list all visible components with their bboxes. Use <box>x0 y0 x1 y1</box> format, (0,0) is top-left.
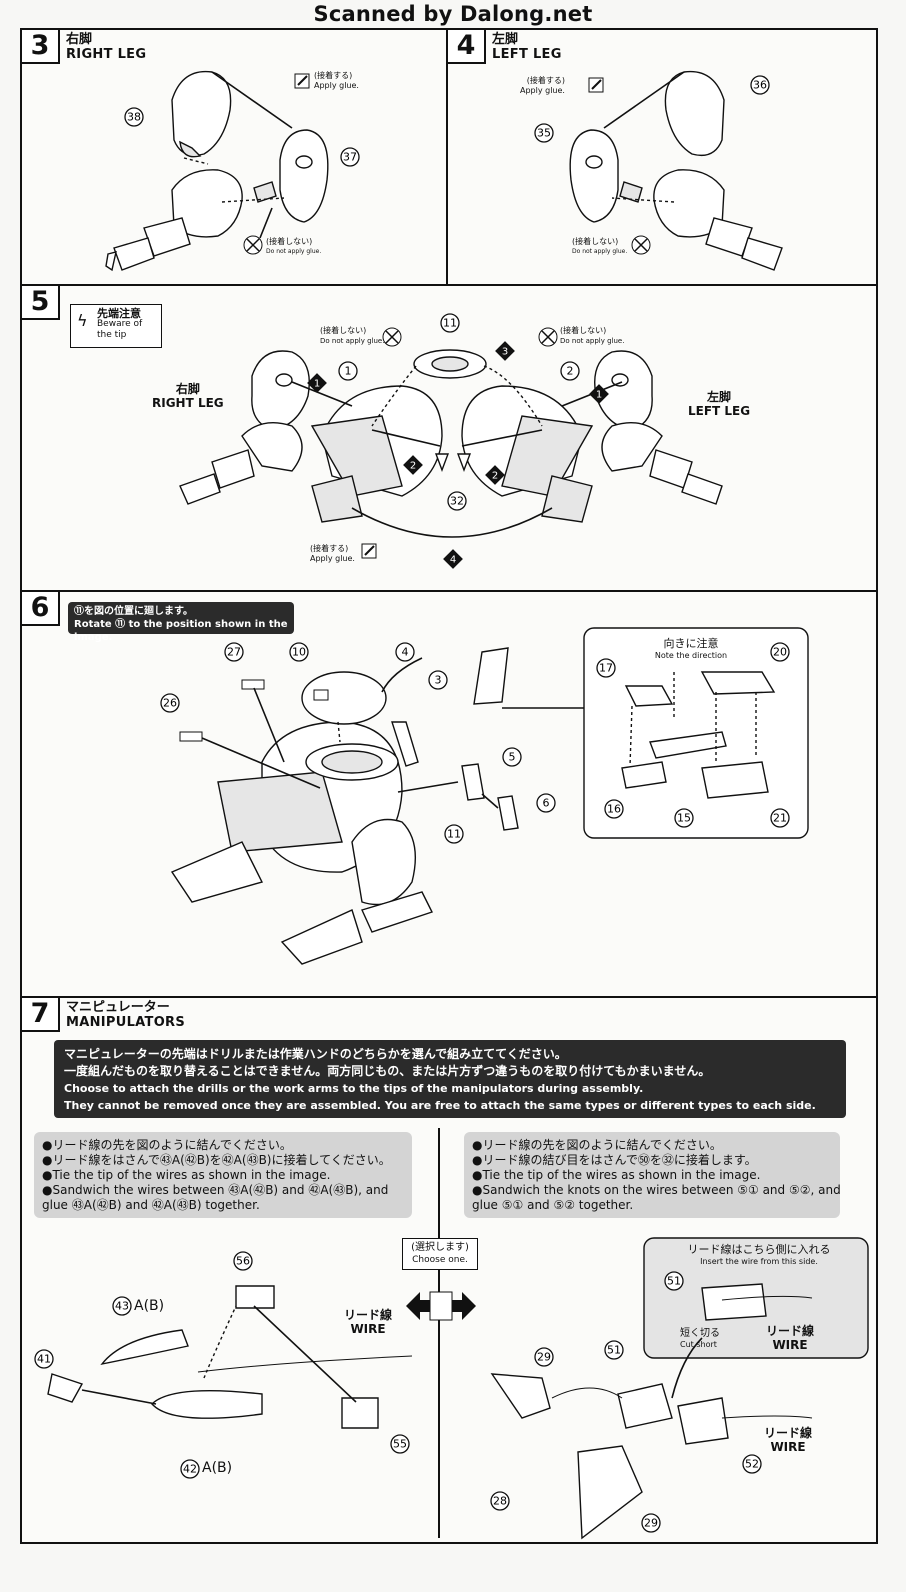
part-35: 35 <box>537 127 551 140</box>
glue-label: (接着する)Apply glue. <box>310 544 355 563</box>
part-5: 5 <box>509 751 516 764</box>
watermark: Scanned by Dalong.net <box>313 2 593 26</box>
glue-label: (接着する)Apply glue. <box>520 76 565 95</box>
part-2: 2 <box>567 365 574 378</box>
svg-text:2: 2 <box>410 461 416 472</box>
svg-text:3: 3 <box>502 347 508 358</box>
title-jp: 右脚 <box>66 32 93 47</box>
head-assembly-diagram: 27 10 4 3 26 5 6 11 17 20 16 15 21 <box>160 627 809 965</box>
right-leg-diagram: 38 37 <box>105 70 360 272</box>
step-title: マニピュレーター MANIPULATORS <box>66 1000 185 1030</box>
manipulator-diagram: 56 43 42 41 55 51 29 28 52 29 51 <box>34 1237 869 1540</box>
part-15: 15 <box>677 812 691 825</box>
order-marker-3: 3 <box>495 341 515 361</box>
part-43: 43 <box>115 1300 129 1313</box>
caution-box: ϟ 先端注意 Beware of the tip <box>70 304 162 348</box>
part-51: 51 <box>607 1344 621 1357</box>
part-36: 36 <box>753 79 767 92</box>
part-56: 56 <box>236 1255 250 1268</box>
step-4-panel: 4 左脚 LEFT LEG 36 35 (接着する)Apply glue. (接… <box>446 28 878 286</box>
part-11: 11 <box>443 317 457 330</box>
step-5-panel: 5 ϟ 先端注意 Beware of the tip <box>20 284 878 592</box>
title-jp: マニピュレーター <box>66 1000 170 1015</box>
part-27: 27 <box>227 646 241 659</box>
title-en: LEFT LEG <box>492 47 562 62</box>
body-assembly-diagram: 1 1 2 2 3 4 11 1 2 32 <box>179 313 723 569</box>
part-20: 20 <box>773 646 787 659</box>
order-marker-2-left: 2 <box>403 455 423 475</box>
step-6-panel: 6 ⑪を図の位置に廻します。Rotate ⑪ to the position s… <box>20 590 878 998</box>
choose-left-arrow-icon <box>406 1292 430 1320</box>
step-7-panel: 7 マニピュレーター MANIPULATORS マニピュレーターの先端はドリルま… <box>20 996 878 1544</box>
part-37: 37 <box>343 151 357 164</box>
title-en: MANIPULATORS <box>66 1015 186 1030</box>
part-28: 28 <box>493 1495 507 1508</box>
glue-label: (接着する)Apply glue. <box>314 71 359 90</box>
part-4: 4 <box>402 646 409 659</box>
left-leg-diagram: 36 35 <box>534 70 783 271</box>
no-glue-label: (接着しない)Do not apply glue. <box>572 237 628 255</box>
part-29-lower: 29 <box>644 1517 658 1530</box>
title-en: RIGHT LEG <box>66 47 147 62</box>
right-instructions: ●リード線の先を図のように結んでください。●リード線の結び目をはさんで㊿を㉜に接… <box>464 1132 841 1218</box>
part-10: 10 <box>292 646 306 659</box>
choose-right-arrow-icon <box>452 1292 476 1320</box>
no-glue-label-right: (接着しない)Do not apply glue. <box>560 326 625 345</box>
left-instructions: ●リード線の先を図のように結んでください。●リード線をはさんで㊸A(㊷B)を㊷A… <box>34 1132 412 1218</box>
title-jp: 左脚 <box>492 32 519 47</box>
choose-one-label: (選択します)Choose one. <box>402 1238 478 1270</box>
order-marker-2-right: 2 <box>485 465 505 485</box>
rotate-note: ⑪を図の位置に廻します。Rotate ⑪ to the position sho… <box>68 602 294 643</box>
svg-text:1: 1 <box>596 390 602 401</box>
part-32: 32 <box>450 495 464 508</box>
part-38: 38 <box>127 111 141 124</box>
step-number: 7 <box>22 998 60 1032</box>
part-1: 1 <box>345 365 352 378</box>
part-29: 29 <box>537 1351 551 1364</box>
part-6: 6 <box>543 797 550 810</box>
svg-text:2: 2 <box>492 471 498 482</box>
order-marker-4: 4 <box>443 549 463 569</box>
part-42: 42 <box>183 1463 197 1476</box>
step-title: 右脚 RIGHT LEG <box>66 32 146 62</box>
part-41: 41 <box>37 1353 51 1366</box>
spark-icon: ϟ <box>77 311 88 330</box>
step-number: 6 <box>22 592 60 626</box>
part-11: 11 <box>447 828 461 841</box>
part-55: 55 <box>393 1438 407 1451</box>
divider <box>438 1128 440 1538</box>
svg-text:4: 4 <box>450 555 456 566</box>
step-number: 3 <box>22 30 60 64</box>
step-3-panel: 3 右脚 RIGHT LEG 38 37 (接着する)Apply glue. (… <box>20 28 448 286</box>
no-glue-label: (接着しない)Do not apply glue. <box>266 237 322 255</box>
part-3: 3 <box>435 674 442 687</box>
part-21: 21 <box>773 812 787 825</box>
step-number: 5 <box>22 286 60 320</box>
label-42a: A(B) <box>202 1460 233 1476</box>
label-43a: A(B) <box>134 1298 165 1314</box>
part-51-inset: 51 <box>667 1275 681 1288</box>
instruction-bar: マニピュレーターの先端はドリルまたは作業ハンドのどちらかを選んで組み立ててくださ… <box>54 1040 846 1118</box>
part-52: 52 <box>745 1458 759 1471</box>
step-title: 左脚 LEFT LEG <box>492 32 562 62</box>
part-17: 17 <box>599 662 613 675</box>
order-marker-1-left: 1 <box>307 373 327 393</box>
svg-text:1: 1 <box>314 379 320 390</box>
step-number: 4 <box>448 30 486 64</box>
part-26: 26 <box>163 697 177 710</box>
part-16: 16 <box>607 803 621 816</box>
no-glue-label-left: (接着しない)Do not apply glue. <box>320 326 385 345</box>
